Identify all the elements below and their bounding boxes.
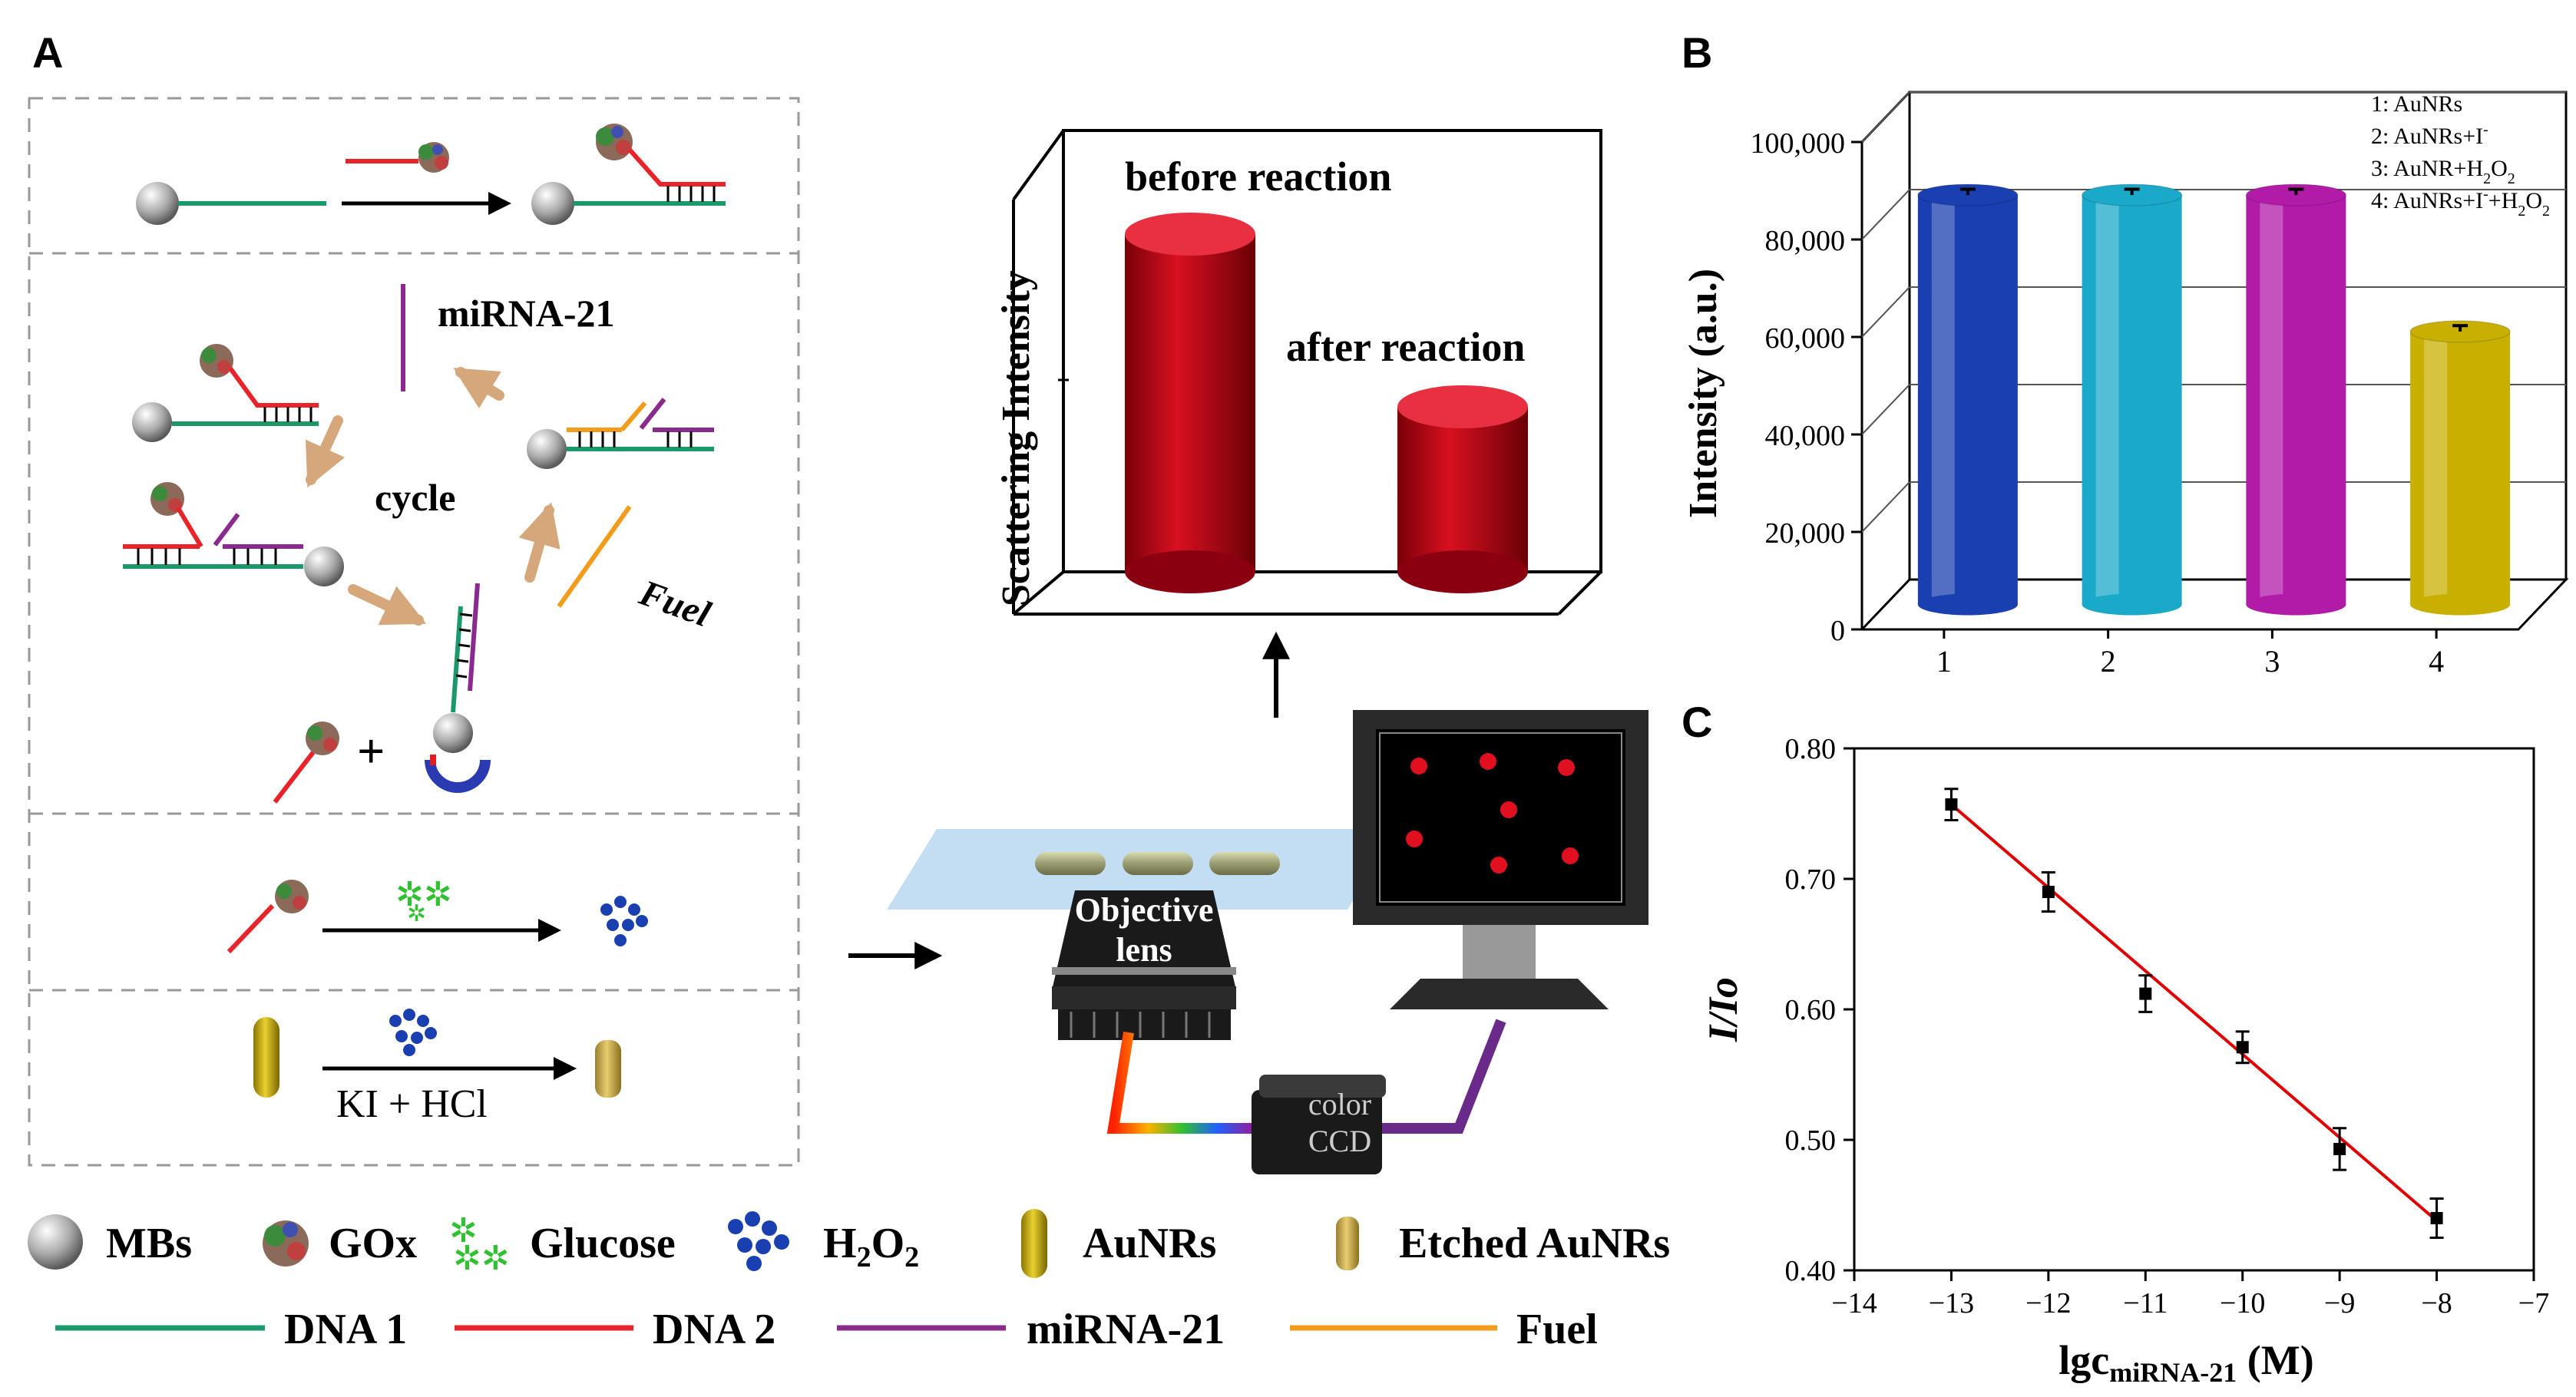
- legend: MBs GOx ✲✲✲ Glucose H2O2 AuNRs Etched Au…: [28, 1209, 1670, 1353]
- chart-c-point: [2236, 1041, 2249, 1054]
- inset-before-label: before reaction: [1125, 154, 1391, 200]
- chart-c-xtick: −13: [1929, 1287, 1974, 1319]
- legend-h2o2: H2O2: [823, 1220, 919, 1273]
- gox-enzyme-icon: [596, 124, 633, 160]
- step-glucose: ✲✲ ✲: [227, 876, 648, 954]
- chart-c-ytick: 0.60: [1785, 994, 1837, 1026]
- chart-b-bar: [2082, 195, 2182, 605]
- chart-c-xtick: −11: [2123, 1287, 2168, 1319]
- chart-c-xtick: −9: [2324, 1287, 2355, 1319]
- chart-b-bar: [1917, 195, 2018, 605]
- aunr-icon: [1021, 1209, 1047, 1278]
- camera-label-2: CCD: [1308, 1124, 1371, 1158]
- step-hybridization: [136, 124, 726, 225]
- chart-b-xtick: 2: [2101, 644, 2116, 679]
- legend-dna1: DNA 1: [284, 1306, 407, 1353]
- chart-c-xtick: −10: [2220, 1287, 2265, 1319]
- microscope-setup: Objective lens color CCD: [887, 710, 1648, 1174]
- chart-b-bar-base: [2246, 593, 2346, 616]
- h2o2-icon: [600, 896, 648, 946]
- legend-gox: GOx: [329, 1220, 417, 1267]
- legend-fuel: Fuel: [1516, 1306, 1598, 1353]
- glucose-icon: ✲✲ ✲: [395, 876, 452, 926]
- chart-c-point: [1945, 798, 1958, 811]
- chart-c-ytick: 0.70: [1785, 864, 1837, 896]
- chart-c-ytick: 0.50: [1785, 1125, 1837, 1157]
- chart-b-ytick: 100,000: [1751, 127, 1846, 160]
- legend-dna2: DNA 2: [653, 1306, 775, 1353]
- legend-etched-aunrs: Etched AuNRs: [1399, 1220, 1670, 1267]
- chart-b-ytick: 40,000: [1765, 420, 1846, 452]
- chart-c-point: [2333, 1142, 2346, 1155]
- chart-b-bar: [2410, 331, 2511, 605]
- chart-b-bar-base: [2082, 593, 2182, 616]
- legend-glucose: Glucose: [530, 1220, 676, 1267]
- chart-b-bar-base: [1917, 593, 2018, 616]
- panel-a-letter: A: [32, 28, 63, 77]
- chart-c-xtick: −14: [1831, 1287, 1877, 1319]
- chart-b-xtick: 4: [2429, 644, 2444, 679]
- chart-b-ytick: 0: [1830, 615, 1845, 647]
- panel-c-letter: C: [1682, 698, 1712, 746]
- etched-aunr-icon: [1336, 1217, 1359, 1270]
- chart-c-ytick: 0.40: [1785, 1255, 1837, 1287]
- svg-text:✲: ✲: [407, 901, 426, 926]
- gox-enzyme-icon: [263, 1220, 309, 1267]
- panel-b-letter: B: [1682, 28, 1712, 77]
- mirna-label: miRNA-21: [438, 292, 615, 335]
- chart-b-ytick: 20,000: [1765, 517, 1846, 550]
- svg-text:+: +: [357, 724, 385, 778]
- chart-c-ylabel: I/Io: [1700, 977, 1746, 1042]
- chart-b-legend-item: 1: AuNRs: [2371, 91, 2462, 117]
- chart-b-ytick: 80,000: [1765, 225, 1846, 257]
- step-etching: KI + HCl: [253, 1009, 621, 1126]
- chart-c-xtick: −7: [2518, 1287, 2549, 1319]
- h2o2-icon: [728, 1211, 789, 1271]
- chart-c-xtick: −12: [2025, 1287, 2071, 1319]
- fuel-label: Fuel: [633, 572, 716, 635]
- legend-mirna: miRNA-21: [1027, 1306, 1225, 1353]
- scattering-inset: Scattering Intensity before reaction aft…: [994, 129, 1602, 616]
- chart-b-xtick: 3: [2264, 644, 2280, 679]
- chart-b-xtick: 1: [1936, 644, 1952, 679]
- chart-b-floor: [1859, 578, 2569, 631]
- legend-aunrs: AuNRs: [1083, 1220, 1216, 1267]
- svg-text:✲✲: ✲✲: [453, 1240, 510, 1277]
- legend-mbs: MBs: [106, 1220, 192, 1267]
- chart-b-ytick: 60,000: [1765, 322, 1846, 355]
- chart-c-point: [2042, 886, 2055, 898]
- lens-label: Objective: [1075, 891, 1214, 929]
- inset-ylabel: Scattering Intensity: [994, 270, 1038, 606]
- chart-c-point: [2139, 987, 2152, 1000]
- chart-b-bar: [2246, 195, 2346, 605]
- lens-label-2: lens: [1116, 931, 1172, 969]
- scheme-dashed-boxes: [28, 97, 800, 1167]
- chart-c: −14 −13 −12 −11 −10 −9 −8 −7 0.40 0.50 0.60 0.70 0.8…: [1700, 733, 2549, 1388]
- glucose-icon: ✲✲✲: [449, 1212, 510, 1277]
- chart-c-xlabel: lgcmiRNA-21 (M): [2058, 1337, 2313, 1388]
- svg-text:✲: ✲: [449, 1212, 478, 1250]
- chart-b-bar-base: [2410, 593, 2511, 616]
- camera-label: color: [1308, 1087, 1371, 1121]
- chart-c-xtick: −8: [2421, 1287, 2452, 1319]
- svg-text:✲✲: ✲✲: [395, 876, 452, 913]
- chart-b-legend-item: 4: AuNRs+I-+H2O2: [2371, 186, 2550, 220]
- chart-b: 0 20,000 40,000 60,000 80,000 100,000Intensit…: [1682, 91, 2569, 679]
- chart-c-frame: [1853, 747, 2535, 1272]
- chart-c-point: [2430, 1212, 2443, 1224]
- mb-bead-icon: [28, 1214, 83, 1270]
- reagent-label: KI + HCl: [336, 1082, 488, 1126]
- chart-b-legend-item: 2: AuNRs+I-: [2371, 121, 2488, 149]
- cycle-label: cycle: [375, 476, 455, 519]
- chart-c-ytick: 0.80: [1785, 733, 1837, 765]
- step-cycle: miRNA-21 cycle +: [123, 284, 716, 804]
- chart-b-ylabel: Intensity (a.u.): [1682, 269, 1725, 518]
- gox-enzyme-icon: [418, 142, 449, 173]
- chart-c-fit-line: [1950, 803, 2438, 1222]
- chart-b-legend-item: 3: AuNR+H2O2: [2371, 156, 2515, 187]
- inset-after-label: after reaction: [1286, 324, 1525, 370]
